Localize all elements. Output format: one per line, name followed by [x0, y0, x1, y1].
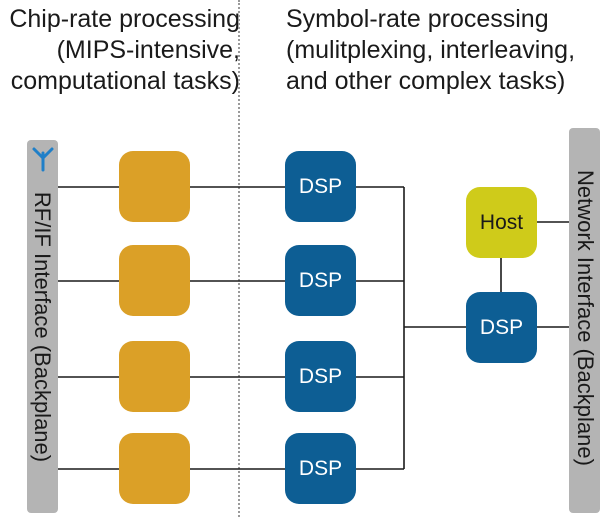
dsp-block-2: DSP	[285, 245, 356, 316]
dsp-block-1: DSP	[285, 151, 356, 222]
chip-rate-block-1	[119, 151, 190, 222]
symbol-header-line-2: (mulitplexing, interleaving,	[286, 36, 576, 64]
chip-header-line-3: computational tasks)	[10, 67, 240, 95]
network-interface-label: Network Interface (Backplane)	[573, 170, 598, 466]
antenna-icon	[32, 147, 54, 172]
dsp-block-3: DSP	[285, 341, 356, 412]
section-divider	[238, 0, 240, 517]
chip-rate-block-3	[119, 341, 190, 412]
dsp-block-4: DSP	[285, 433, 356, 504]
chip-rate-block-2	[119, 245, 190, 316]
rf-if-interface-bar	[27, 140, 58, 513]
host-block: Host	[466, 187, 537, 258]
symbol-header-line-3: and other complex tasks)	[286, 67, 566, 95]
chip-header-line-2: (MIPS-intensive,	[56, 36, 240, 64]
chip-rate-block-4	[119, 433, 190, 504]
symbol-rate-header: Symbol-rate processing (mulitplexing, in…	[286, 4, 575, 97]
rf-if-interface-label: RF/IF Interface (Backplane)	[30, 191, 55, 463]
dsp-block-aggregator: DSP	[466, 292, 537, 363]
chip-rate-header: Chip-rate processing (MIPS-intensive, co…	[8, 4, 240, 97]
network-interface-bar	[569, 128, 600, 513]
symbol-header-line-1: Symbol-rate processing	[286, 5, 549, 33]
chip-header-line-1: Chip-rate processing	[9, 5, 240, 33]
